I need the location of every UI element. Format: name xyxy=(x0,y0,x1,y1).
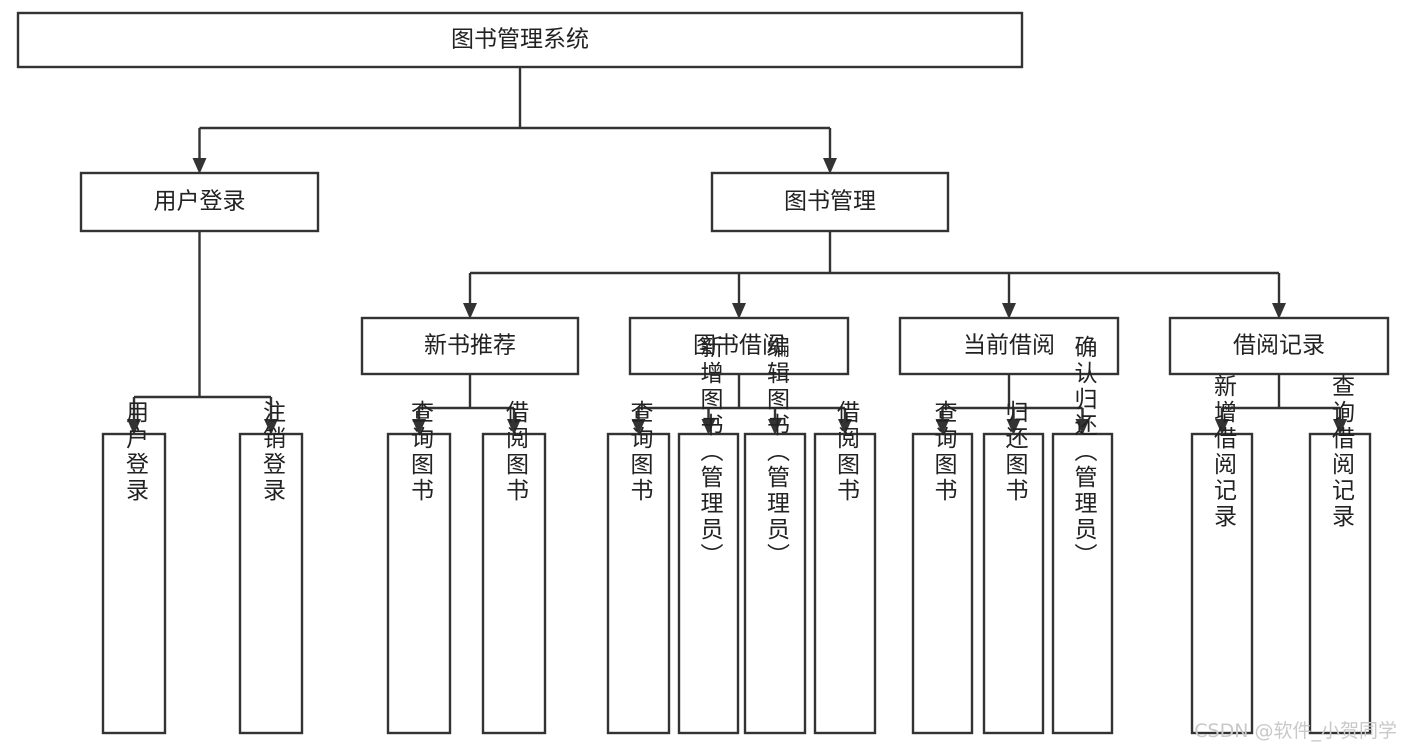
node-query-book-3[interactable]: 查询图书 xyxy=(911,400,974,735)
connector-layer xyxy=(127,67,1347,435)
node-label-user-logout-leaf: 注销登录 xyxy=(259,400,287,504)
node-box-root[interactable] xyxy=(16,11,1024,69)
node-user-login[interactable]: 用户登录 xyxy=(79,171,320,233)
node-box-query-book-3[interactable] xyxy=(911,432,974,735)
node-box-user-login-leaf[interactable] xyxy=(101,432,167,735)
arrow-head-icon xyxy=(768,419,782,435)
arrow-head-icon xyxy=(823,158,837,174)
arrow-head-icon xyxy=(1002,303,1016,319)
node-box-query-borrow-record[interactable] xyxy=(1308,432,1372,735)
node-label-book-borrow: 图书借阅 xyxy=(693,333,785,359)
node-label-query-book-3: 查询图书 xyxy=(930,400,958,504)
connector-book-borrow xyxy=(631,374,852,435)
arrow-head-icon xyxy=(1006,419,1021,435)
node-borrow-record[interactable]: 借阅记录 xyxy=(1168,316,1390,376)
node-box-add-book-admin[interactable] xyxy=(677,432,740,735)
arrow-head-icon xyxy=(1215,419,1229,435)
node-query-book-1[interactable]: 查询图书 xyxy=(386,400,452,735)
node-box-confirm-return-admin[interactable] xyxy=(1051,432,1114,735)
node-label-query-book-1: 查询图书 xyxy=(407,400,435,504)
node-box-return-book[interactable] xyxy=(982,432,1045,735)
node-user-logout-leaf[interactable]: 注销登录 xyxy=(238,400,304,735)
node-box-edit-book-admin[interactable] xyxy=(743,432,807,735)
arrow-head-icon xyxy=(935,419,950,435)
connector-book-management xyxy=(463,231,1286,319)
arrow-head-icon xyxy=(507,419,521,435)
node-label-borrow-book-2: 借阅图书 xyxy=(833,400,861,504)
node-box-user-login[interactable] xyxy=(79,171,320,233)
node-current-borrow[interactable]: 当前借阅 xyxy=(898,316,1120,376)
node-borrow-book-1[interactable]: 借阅图书 xyxy=(481,400,547,735)
node-add-borrow-record[interactable]: 新增借阅记录 xyxy=(1190,374,1254,735)
arrow-head-icon xyxy=(1075,419,1090,435)
arrow-head-icon xyxy=(1333,419,1347,435)
node-box-borrow-book-2[interactable] xyxy=(813,432,877,735)
node-borrow-book-2[interactable]: 借阅图书 xyxy=(813,400,877,735)
node-box-borrow-book-1[interactable] xyxy=(481,432,547,735)
arrow-head-icon xyxy=(838,419,852,435)
node-box-query-book-2[interactable] xyxy=(606,432,671,735)
node-new-book-recommend[interactable]: 新书推荐 xyxy=(360,316,580,376)
node-label-add-book-admin: 新增图书（管理员） xyxy=(696,335,724,569)
node-box-book-management[interactable] xyxy=(710,171,950,233)
node-box-new-book-recommend[interactable] xyxy=(360,316,580,376)
node-box-book-borrow[interactable] xyxy=(628,316,850,376)
connector-current-borrow xyxy=(935,374,1090,435)
node-layer: 图书管理系统用户登录用户登录注销登录图书管理新书推荐查询图书借阅图书图书借阅查询… xyxy=(16,11,1390,735)
node-label-user-login: 用户登录 xyxy=(154,189,246,215)
node-label-edit-book-admin: 编辑图书（管理员） xyxy=(763,335,791,569)
node-edit-book-admin[interactable]: 编辑图书（管理员） xyxy=(743,335,807,735)
arrow-head-icon xyxy=(701,419,716,435)
node-box-add-borrow-record[interactable] xyxy=(1190,432,1254,735)
node-label-query-borrow-record: 查询借阅记录 xyxy=(1328,374,1356,530)
connector-user-login xyxy=(127,231,278,435)
arrow-head-icon xyxy=(127,419,141,435)
node-book-borrow[interactable]: 图书借阅 xyxy=(628,316,850,376)
node-book-management[interactable]: 图书管理 xyxy=(710,171,950,233)
connector-root xyxy=(192,67,837,174)
node-label-current-borrow: 当前借阅 xyxy=(963,333,1055,359)
node-label-root: 图书管理系统 xyxy=(451,27,589,53)
node-label-borrow-book-1: 借阅图书 xyxy=(502,400,530,504)
node-label-new-book-recommend: 新书推荐 xyxy=(424,333,516,359)
node-user-login-leaf[interactable]: 用户登录 xyxy=(101,400,167,735)
node-box-user-logout-leaf[interactable] xyxy=(238,432,304,735)
arrow-head-icon xyxy=(1272,303,1286,319)
node-query-book-2[interactable]: 查询图书 xyxy=(606,400,671,735)
node-label-query-book-2: 查询图书 xyxy=(626,400,654,504)
arrow-head-icon xyxy=(631,419,646,435)
node-label-borrow-record: 借阅记录 xyxy=(1233,333,1325,359)
connector-borrow-record xyxy=(1215,374,1347,435)
node-box-query-book-1[interactable] xyxy=(386,432,452,735)
node-confirm-return-admin[interactable]: 确认归还（管理员） xyxy=(1051,335,1114,735)
node-label-book-management: 图书管理 xyxy=(784,189,876,215)
node-return-book[interactable]: 归还图书 xyxy=(982,400,1045,735)
node-box-borrow-record[interactable] xyxy=(1168,316,1390,376)
node-query-borrow-record[interactable]: 查询借阅记录 xyxy=(1308,374,1372,735)
node-add-book-admin[interactable]: 新增图书（管理员） xyxy=(677,335,740,735)
arrow-head-icon xyxy=(732,303,746,319)
arrow-head-icon xyxy=(463,303,477,319)
node-label-user-login-leaf: 用户登录 xyxy=(122,400,150,504)
arrow-head-icon xyxy=(192,158,207,174)
node-box-current-borrow[interactable] xyxy=(898,316,1120,376)
node-label-confirm-return-admin: 确认归还（管理员） xyxy=(1070,335,1098,569)
arrow-head-icon xyxy=(412,419,426,435)
node-root[interactable]: 图书管理系统 xyxy=(16,11,1024,69)
arrow-head-icon xyxy=(264,419,278,435)
csdn-watermark: CSDN @软件_小贺同学 xyxy=(1194,720,1397,742)
node-label-add-borrow-record: 新增借阅记录 xyxy=(1210,374,1238,530)
node-label-return-book: 归还图书 xyxy=(1001,400,1029,504)
connector-new-book-recommend xyxy=(412,374,521,435)
